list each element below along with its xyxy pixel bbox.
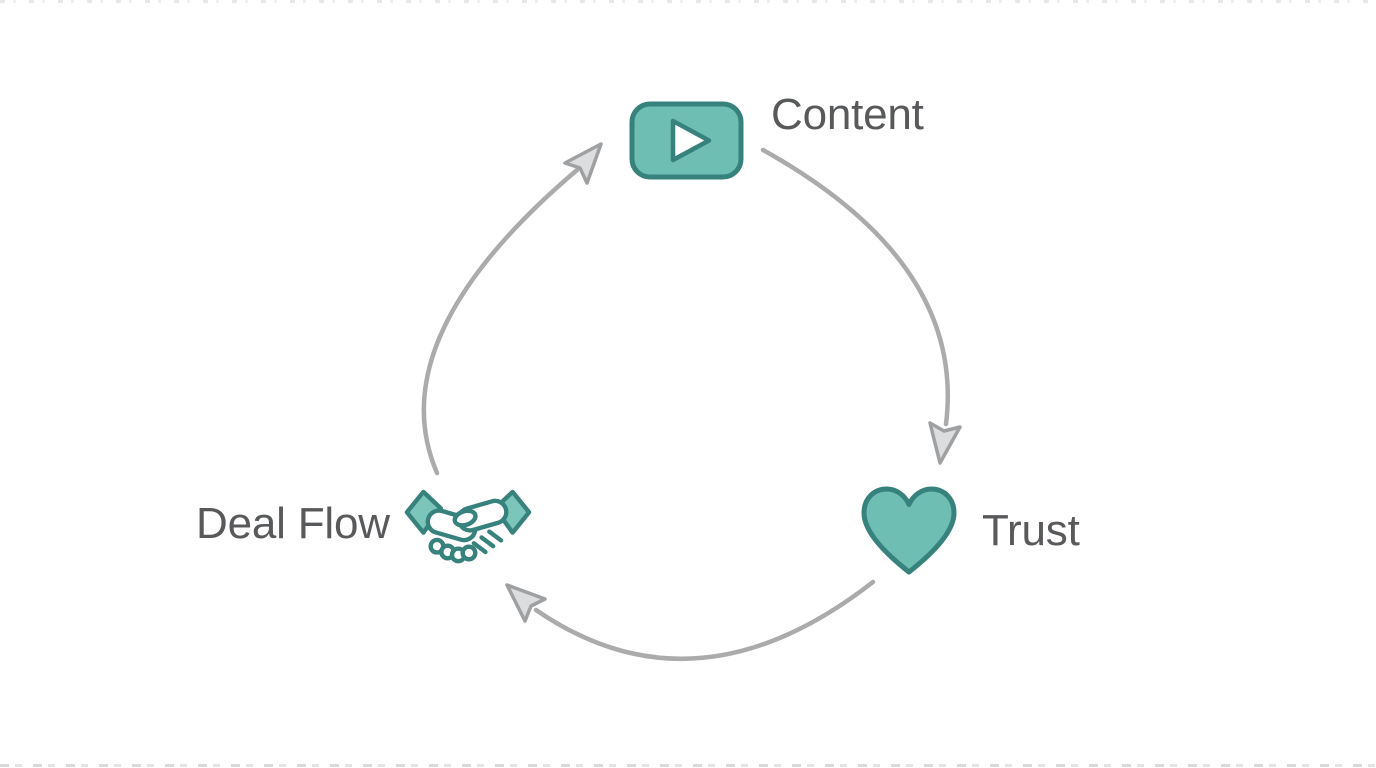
arrowhead-to-dealflow [505, 583, 547, 623]
node-trust: Trust [860, 485, 1080, 582]
node-trust-label: Trust [982, 506, 1080, 555]
handshake-icon [404, 489, 532, 564]
arrowhead-to-trust [928, 421, 962, 465]
node-content: Content [628, 93, 924, 186]
video-play-icon [629, 101, 744, 180]
arrow-trust-to-dealflow [533, 579, 876, 662]
arrow-dealflow-to-content [421, 167, 580, 476]
node-deal-flow-label: Deal Flow [196, 499, 390, 548]
node-deal-flow: Deal Flow [196, 488, 532, 590]
heart-icon [861, 486, 957, 575]
arrow-content-to-trust [760, 147, 951, 427]
arrowhead-to-content [563, 142, 603, 185]
node-content-label: Content [771, 90, 924, 139]
